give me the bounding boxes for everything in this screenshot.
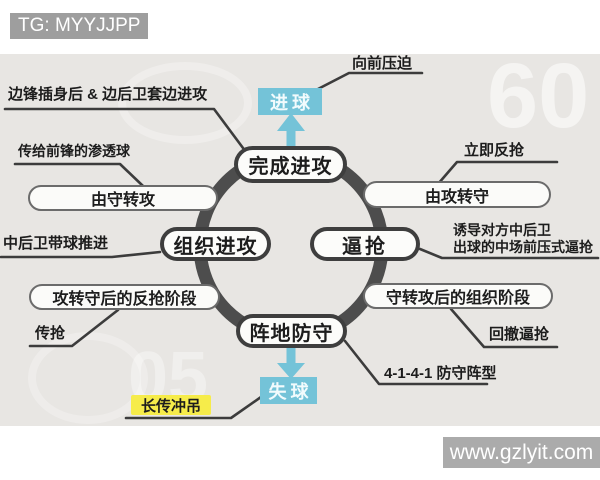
callout-line-immediate-counterpress xyxy=(436,160,559,186)
goal-arrow-head-up xyxy=(277,113,305,131)
annotation-induce-press: 诱导对方中后卫 出球的中场前压式逼抢 xyxy=(453,222,593,256)
annotation-immediate-counterpress: 立即反抢 xyxy=(464,142,525,159)
callout-line-induce-press xyxy=(418,247,600,260)
outcome-goal-conceded: 失球 xyxy=(260,377,317,404)
callout-line-drop-press xyxy=(449,307,559,349)
callout-line-cb-carry xyxy=(0,250,162,259)
annotation-wing-runs: 边锋插身后 & 边后卫套边进攻 xyxy=(8,86,208,103)
pill-attack-to-defense: 由攻转守 xyxy=(363,181,551,208)
pill-defense-to-attack: 由守转攻 xyxy=(28,185,218,211)
node-complete-attack: 完成进攻 xyxy=(234,146,347,183)
outcome-goal: 进球 xyxy=(258,88,322,115)
callout-line-through-ball xyxy=(13,162,145,188)
annotation-induce-press-line1: 诱导对方中后卫 xyxy=(453,222,551,238)
node-pressing: 逼抢 xyxy=(310,227,420,261)
pill-counterpress-phase: 攻转守后的反抢阶段 xyxy=(29,284,220,310)
callout-line-press-forward xyxy=(316,71,424,91)
callout-line-long-ball xyxy=(124,395,263,420)
annotation-formation: 4-1-4-1 防守阵型 xyxy=(384,365,497,382)
annotation-long-ball-highlight: 长传冲吊 xyxy=(131,395,211,415)
pill-organize-phase: 守转攻后的组织阶段 xyxy=(363,283,553,309)
node-organize-attack: 组织进攻 xyxy=(160,227,271,261)
watermark-bottom-right: www.gzlyit.com xyxy=(443,437,600,468)
callout-line-pass-press xyxy=(28,308,120,348)
conceded-arrow-head-down xyxy=(277,363,305,379)
annotation-cb-carry: 中后卫带球推进 xyxy=(3,235,109,252)
annotation-press-forward: 向前压迫 xyxy=(352,55,413,72)
conceded-arrow-shaft xyxy=(286,347,296,365)
watermark-top-left: TG: MYYJJPP xyxy=(10,13,148,39)
annotation-pass-press: 传抢 xyxy=(35,325,66,342)
callout-line-formation xyxy=(343,339,489,386)
annotation-induce-press-line2: 出球的中场前压式逼抢 xyxy=(453,239,593,255)
goal-arrow-shaft xyxy=(286,129,296,149)
node-positional-defense: 阵地防守 xyxy=(236,314,347,348)
background-faint-circle-top-left xyxy=(118,62,252,144)
annotation-drop-press: 回撤逼抢 xyxy=(489,326,550,343)
callout-line-wing-runs xyxy=(3,107,245,150)
annotation-through-ball: 传给前锋的渗透球 xyxy=(18,143,130,159)
background-faint-circle-bottom-left xyxy=(28,332,148,424)
